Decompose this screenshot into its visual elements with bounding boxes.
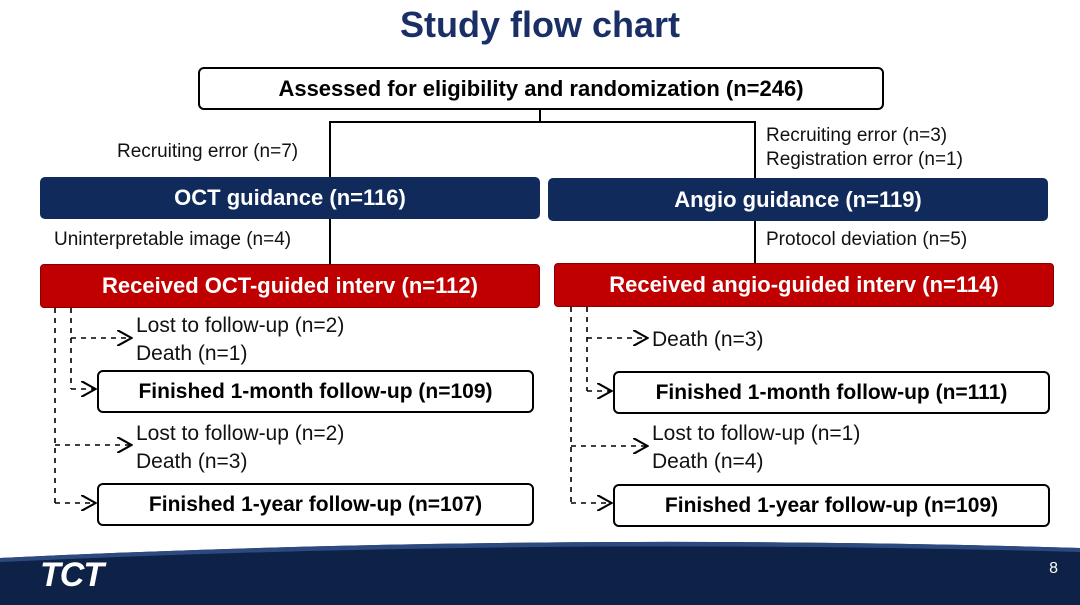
dashed-connectors <box>54 307 1080 540</box>
page-number: 8 <box>1049 560 1058 577</box>
left-loss1-note-1: Lost to follow-up (n=2) <box>136 314 345 337</box>
angio-guidance-box: Angio guidance (n=119) <box>548 178 1048 221</box>
angio-guidance-label: Angio guidance (n=119) <box>674 186 922 212</box>
left-month-label: Finished 1-month follow-up (n=109) <box>138 379 493 403</box>
left-year-box: Finished 1-year follow-up (n=107) <box>97 483 534 526</box>
connector-right-arm <box>754 121 756 178</box>
crf-logo: ❤CRF <box>26 543 64 559</box>
left-loss1-note-2: Death (n=1) <box>136 342 248 365</box>
oct-guidance-box: OCT guidance (n=116) <box>40 177 540 219</box>
right-loss2-note-2: Death (n=4) <box>652 450 764 473</box>
left-exclusion2-note: Uninterpretable image (n=4) <box>54 229 292 250</box>
connector-top-stem <box>539 110 541 122</box>
oct-received-box: Received OCT-guided interv (n=112) <box>40 264 540 308</box>
right-exclusion-note-1: Recruiting error (n=3) <box>766 125 948 146</box>
connector-top-split <box>329 121 756 123</box>
tct-logo: TCT <box>40 556 104 594</box>
left-loss2-note-1: Lost to follow-up (n=2) <box>136 422 345 445</box>
heart-icon: ❤ <box>26 543 37 558</box>
right-year-label: Finished 1-year follow-up (n=109) <box>664 493 999 517</box>
right-month-box: Finished 1-month follow-up (n=111) <box>613 371 1050 414</box>
right-exclusion2-note: Protocol deviation (n=5) <box>766 229 968 250</box>
page-title: Study flow chart <box>399 4 681 45</box>
oct-received-label: Received OCT-guided interv (n=112) <box>102 273 478 298</box>
left-year-label: Finished 1-year follow-up (n=107) <box>148 492 483 516</box>
left-loss2-note-2: Death (n=3) <box>136 450 248 473</box>
left-month-box: Finished 1-month follow-up (n=109) <box>97 370 534 413</box>
right-loss2-note-1: Lost to follow-up (n=1) <box>652 422 861 445</box>
footer-band <box>0 541 1080 605</box>
angio-received-label: Received angio-guided interv (n=114) <box>609 272 999 297</box>
eligibility-box: Assessed for eligibility and randomizati… <box>198 67 884 110</box>
right-month-label: Finished 1-month follow-up (n=111) <box>655 380 1008 404</box>
connector-right-received <box>754 221 756 264</box>
eligibility-label: Assessed for eligibility and randomizati… <box>278 75 804 101</box>
right-exclusion-note-2: Registration error (n=1) <box>766 149 963 170</box>
left-exclusion-note: Recruiting error (n=7) <box>117 141 299 162</box>
right-loss1-note-1: Death (n=3) <box>652 328 764 351</box>
right-year-box: Finished 1-year follow-up (n=109) <box>613 484 1050 527</box>
connector-left-arm <box>329 121 331 177</box>
angio-received-box: Received angio-guided interv (n=114) <box>554 263 1054 307</box>
connector-left-received <box>329 219 331 264</box>
oct-guidance-label: OCT guidance (n=116) <box>174 185 406 210</box>
crf-logo-text: CRF <box>36 543 64 558</box>
